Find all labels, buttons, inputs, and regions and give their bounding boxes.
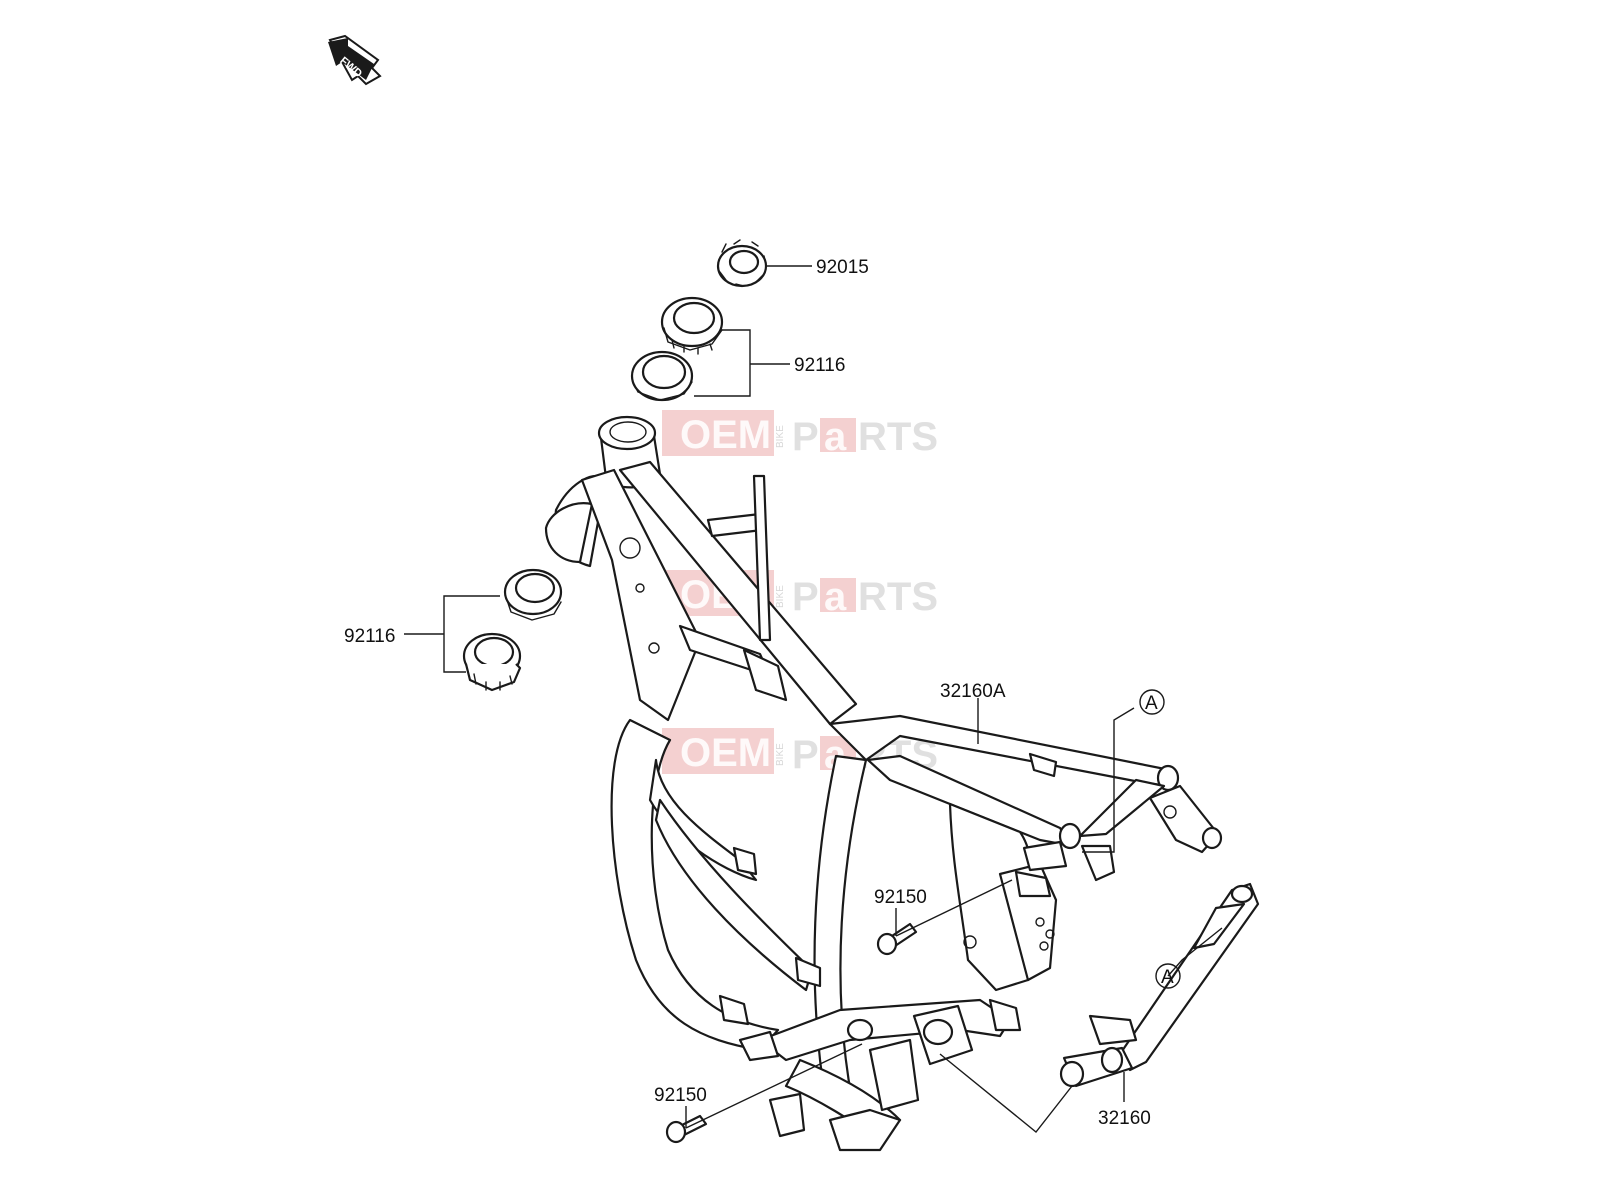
- svg-text:A: A: [1145, 693, 1158, 714]
- callout-92150-lower: 92150: [654, 1085, 707, 1106]
- svg-text:A: A: [1161, 967, 1174, 988]
- ref-marker-a-lower: A: [1155, 963, 1181, 989]
- callout-32160: 32160: [1098, 1108, 1151, 1129]
- lower-bearing-part: [462, 632, 522, 692]
- rear-frame-part: [1059, 882, 1260, 1088]
- watermark-2: OEM BIKE P a RTS: [662, 570, 938, 619]
- callout-92015: 92015: [816, 257, 869, 278]
- svg-text:OEM: OEM: [680, 731, 771, 775]
- svg-text:BIKE: BIKE: [775, 743, 786, 766]
- svg-text:a: a: [824, 415, 847, 459]
- upper-bearing-part: [660, 296, 724, 355]
- fwd-arrow-icon: FWD: [328, 34, 382, 86]
- watermark-1: OEM BIKE P a RTS: [662, 410, 938, 459]
- callout-92116-upper: 92116: [794, 355, 845, 376]
- svg-text:P: P: [792, 575, 819, 619]
- svg-text:a: a: [824, 575, 847, 619]
- callout-92150-upper: 92150: [874, 887, 927, 908]
- bolt-lower-part: [665, 1114, 708, 1144]
- svg-text:BIKE: BIKE: [775, 425, 786, 448]
- lower-race-part: [503, 568, 563, 621]
- upper-race-part: [630, 350, 694, 402]
- stem-nut-part: [716, 239, 768, 288]
- callout-92116-lower: 92116: [344, 626, 395, 647]
- main-frame-part: [544, 415, 1223, 1152]
- svg-text:P: P: [792, 733, 819, 777]
- svg-text:OEM: OEM: [680, 413, 771, 457]
- callout-labels: 92015 92116 92116 32160A A 92150 A 92150…: [344, 257, 1181, 1129]
- leader-lines: [404, 265, 1223, 1133]
- svg-text:RTS: RTS: [858, 415, 938, 459]
- callout-32160A: 32160A: [940, 681, 1006, 702]
- ref-marker-a-upper: A: [1139, 689, 1165, 715]
- svg-text:RTS: RTS: [858, 575, 938, 619]
- svg-text:P: P: [792, 415, 819, 459]
- svg-text:BIKE: BIKE: [775, 585, 786, 608]
